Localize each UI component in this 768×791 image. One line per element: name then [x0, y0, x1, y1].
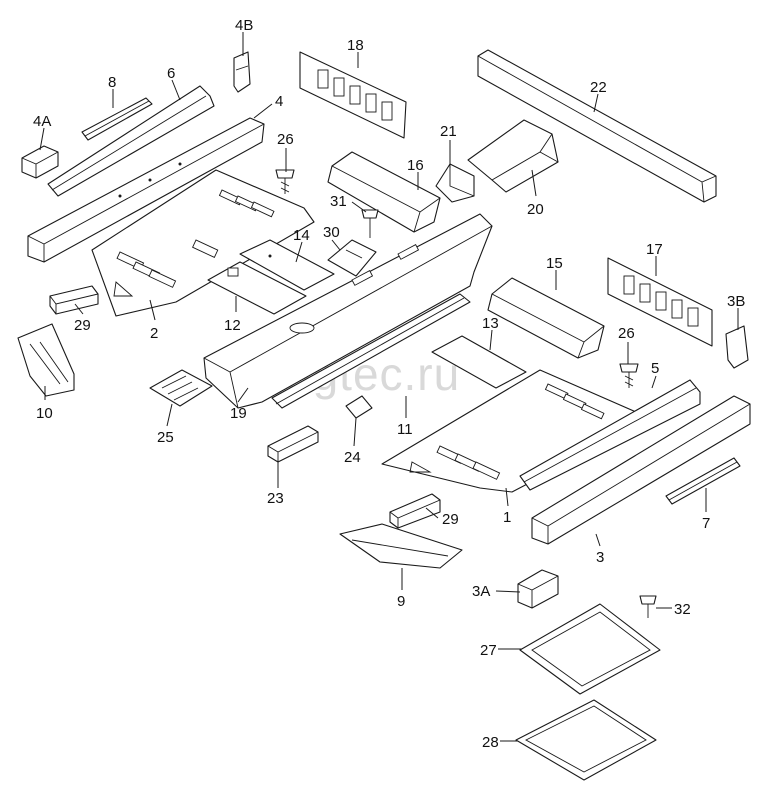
part-4a-end-piece [21, 145, 59, 179]
part-24-bracket [345, 395, 373, 419]
callout-3a: 3A [472, 583, 490, 600]
part-3b-bracket [725, 325, 749, 369]
part-9-cross-brace [339, 523, 463, 569]
part-16-rail [327, 151, 441, 233]
part-30-plate [327, 239, 377, 277]
part-21-bracket [435, 163, 475, 203]
callout-19: 19 [230, 405, 247, 422]
callout-5: 5 [651, 360, 659, 377]
part-29-block-left [49, 285, 99, 315]
callout-16: 16 [407, 157, 424, 174]
callout-25: 25 [157, 429, 174, 446]
callout-26-lower: 26 [618, 325, 635, 342]
callout-11: 11 [397, 421, 413, 438]
callout-labels: 8 6 4B 4 4A 26 2 29 10 25 19 12 14 30 31… [33, 17, 745, 751]
callout-24: 24 [344, 449, 361, 466]
part-12-panel [207, 261, 307, 315]
callout-3: 3 [596, 549, 604, 566]
callout-14: 14 [293, 227, 310, 244]
part-10-bracket [17, 323, 75, 397]
part-15-rail [487, 277, 605, 359]
part-27-cover [519, 603, 661, 695]
callout-18: 18 [347, 37, 364, 54]
part-25-pad [149, 369, 213, 407]
leader-lines [39, 32, 739, 742]
callout-4: 4 [275, 93, 283, 110]
callout-29-left: 29 [74, 317, 91, 334]
callout-31: 31 [330, 193, 347, 210]
part-29-block-right [389, 493, 441, 529]
callout-15: 15 [546, 255, 563, 272]
part-13-panel [431, 335, 527, 389]
callout-10: 10 [36, 405, 53, 422]
callout-8: 8 [108, 74, 116, 91]
callout-1: 1 [503, 509, 511, 526]
callout-4a: 4A [33, 113, 51, 130]
callout-26-upper: 26 [277, 131, 294, 148]
callout-27: 27 [480, 642, 497, 659]
part-32-screw [639, 595, 657, 618]
part-20-bracket [467, 119, 559, 193]
callout-17: 17 [646, 241, 663, 258]
part-26-screw-upper [275, 169, 295, 194]
part-1-floor-pan-right [381, 369, 643, 493]
part-8-rail [81, 97, 153, 141]
callout-23: 23 [267, 490, 284, 507]
part-17-panel [607, 257, 713, 347]
callout-12: 12 [224, 317, 241, 334]
part-4b-bracket [233, 51, 251, 93]
part-2-floor-pan-left [91, 169, 315, 317]
callout-7: 7 [702, 515, 710, 532]
callout-20: 20 [527, 201, 544, 218]
callout-22: 22 [590, 79, 607, 96]
part-3a-end-piece [517, 569, 559, 609]
part-6-reinforcement [47, 85, 215, 197]
part-4-side-member [27, 117, 265, 263]
callout-29-right: 29 [442, 511, 459, 528]
callout-32: 32 [674, 601, 691, 618]
callout-6: 6 [167, 65, 175, 82]
callout-30: 30 [323, 224, 340, 241]
callout-13: 13 [482, 315, 499, 332]
part-3-side-member [531, 395, 751, 545]
part-7-rail [665, 457, 741, 505]
part-14-panel [239, 239, 335, 291]
part-26-screw-lower [619, 363, 639, 388]
callout-21: 21 [440, 123, 457, 140]
part-28-seal [515, 699, 657, 781]
callout-4b: 4B [235, 17, 253, 34]
part-31-bolt [361, 209, 379, 238]
part-19-tunnel [203, 213, 493, 409]
part-22-cross-member [477, 49, 717, 203]
callout-9: 9 [397, 593, 405, 610]
callout-28: 28 [482, 734, 499, 751]
part-23-bracket [267, 425, 319, 463]
part-5-reinforcement [519, 379, 701, 491]
part-18-panel [299, 51, 407, 139]
part-11-brace [271, 293, 471, 409]
callout-3b: 3B [727, 293, 745, 310]
callout-2: 2 [150, 325, 158, 342]
